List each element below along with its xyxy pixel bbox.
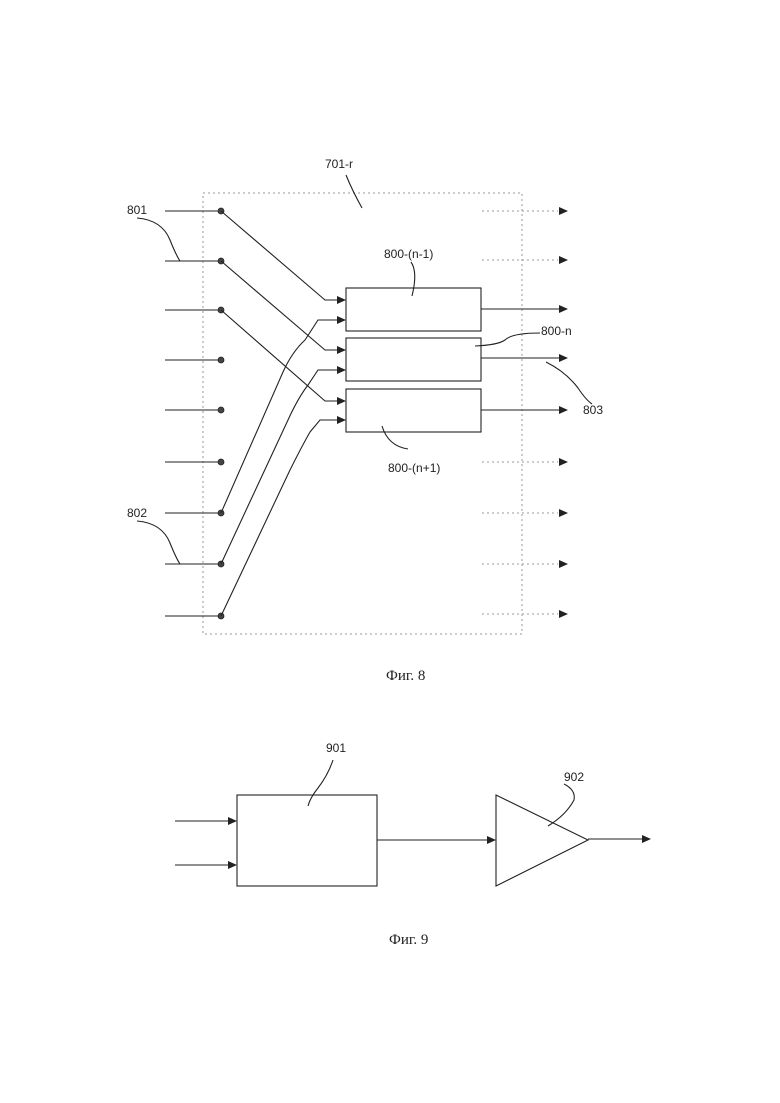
- wire-in9-to-next: [221, 420, 337, 616]
- arrowhead: [559, 354, 568, 362]
- label-802: 802: [127, 506, 147, 520]
- leader-800-n: [475, 333, 540, 346]
- arrowhead: [559, 560, 568, 568]
- unit-800-n-minus-1: [346, 288, 481, 331]
- wire-in8-to-curr: [221, 370, 337, 564]
- caption-fig-9: Фиг. 9: [389, 932, 428, 948]
- arrowhead: [559, 509, 568, 517]
- arrowhead: [337, 366, 346, 374]
- amplifier-902: [496, 795, 588, 886]
- caption-fig-8: Фиг. 8: [386, 668, 425, 684]
- input-node: [218, 407, 224, 413]
- other-outputs: [482, 207, 568, 618]
- label-902: 902: [564, 770, 584, 784]
- block-901: [237, 795, 377, 886]
- arrowhead: [559, 406, 568, 414]
- wire-in3-to-next: [221, 310, 337, 401]
- arrowhead: [642, 835, 651, 843]
- label-901: 901: [326, 741, 346, 755]
- leader-701-r: [346, 175, 362, 208]
- arrowhead: [337, 316, 346, 324]
- arrowhead: [337, 416, 346, 424]
- arrowhead: [559, 458, 568, 466]
- input-terminals: [165, 208, 224, 619]
- arrowhead: [337, 397, 346, 405]
- arrowhead: [559, 305, 568, 313]
- label-800-n: 800-n: [541, 324, 572, 338]
- unit-800-n-plus-1: [346, 389, 481, 432]
- leader-802: [137, 521, 180, 564]
- label-701-r: 701-r: [325, 157, 353, 171]
- input-node: [218, 459, 224, 465]
- wire-in2-to-curr: [221, 261, 337, 350]
- input-node: [218, 357, 224, 363]
- leader-801: [137, 218, 180, 261]
- arrowhead: [559, 256, 568, 264]
- arrowhead: [228, 817, 237, 825]
- lower-routing-wires: [221, 320, 337, 616]
- label-800-n-minus-1: 800-(n-1): [384, 247, 433, 261]
- upper-routing-wires: [221, 211, 337, 401]
- label-800-n-plus-1: 800-(n+1): [388, 461, 440, 475]
- unit-800-n: [346, 338, 481, 381]
- arrowhead: [228, 861, 237, 869]
- unit-outputs: [481, 305, 568, 414]
- figure-9: 901 902 Фиг. 9: [175, 741, 651, 948]
- arrowhead: [559, 207, 568, 215]
- unit-input-arrowheads: [337, 296, 346, 424]
- leader-803: [546, 362, 592, 404]
- figure-8: 701-r 801 802 800-(n-1) 800-n 803 800-(n…: [127, 157, 603, 684]
- arrowhead: [337, 346, 346, 354]
- wire-in1-to-prev: [221, 211, 337, 300]
- arrowhead: [559, 610, 568, 618]
- label-801: 801: [127, 203, 147, 217]
- label-803: 803: [583, 403, 603, 417]
- leader-902: [548, 784, 574, 826]
- wire-in7-to-prev: [221, 320, 337, 513]
- arrowhead: [487, 836, 496, 844]
- arrowhead: [337, 296, 346, 304]
